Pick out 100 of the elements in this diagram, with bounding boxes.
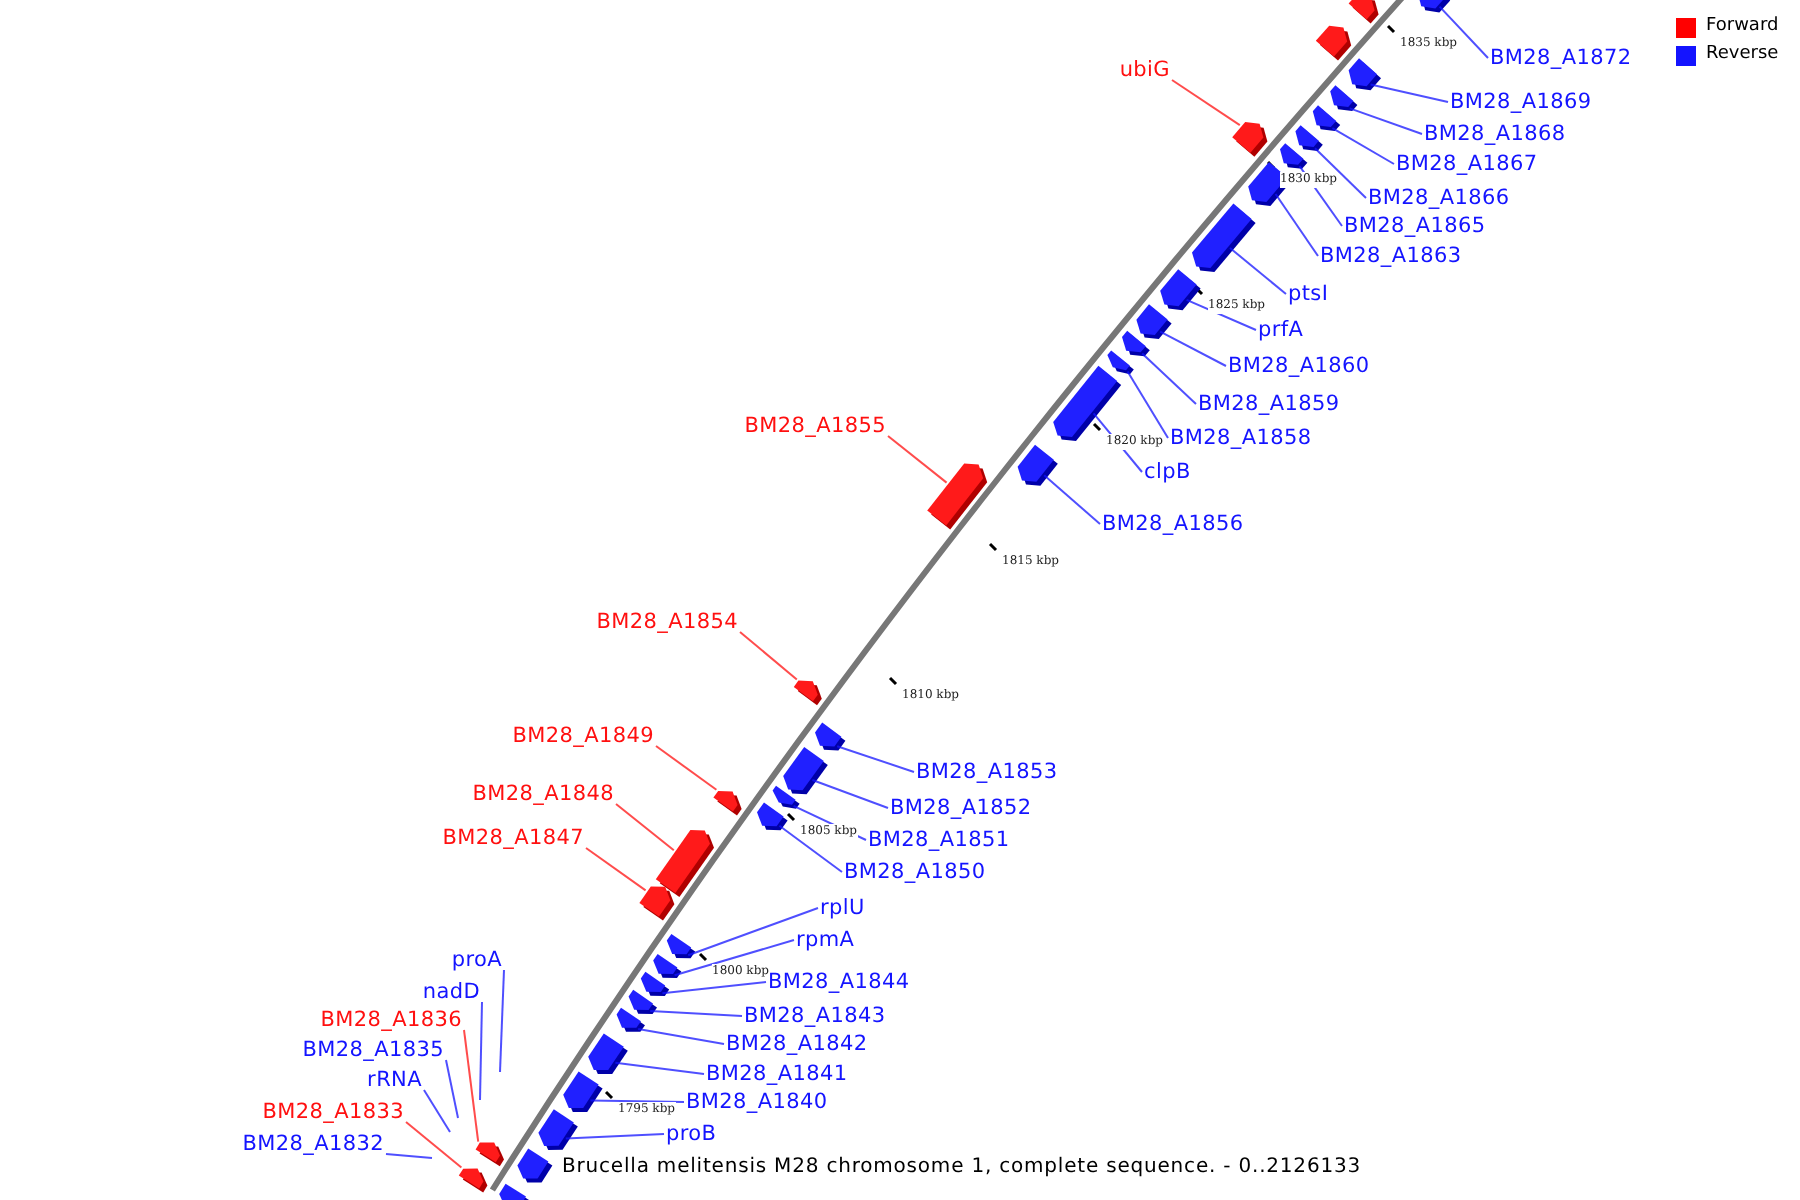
leader-line <box>463 1029 480 1143</box>
gene-label: BM28_A1865 <box>1344 212 1486 240</box>
gene-block <box>517 1148 553 1183</box>
gene-label: ptsI <box>1288 280 1329 308</box>
gene-block <box>1017 444 1058 486</box>
gene-label: clpB <box>1144 458 1191 486</box>
gene-block <box>1417 0 1451 13</box>
gene-block <box>713 791 742 816</box>
gene-block <box>640 971 670 996</box>
gene-label: BM28_A1856 <box>1102 510 1244 538</box>
gene-label: nadD <box>422 978 480 1006</box>
leader-line <box>778 824 843 873</box>
gene-label: rpmA <box>796 926 855 954</box>
leader-line <box>887 435 948 484</box>
gene-label: proA <box>451 946 502 974</box>
leader-line <box>739 631 798 681</box>
gene-block <box>1160 269 1201 311</box>
gene-label: BM28_A1867 <box>1396 150 1538 178</box>
gene-label: BM28_A1848 <box>472 780 614 808</box>
gene-block <box>563 1071 603 1112</box>
leader-line <box>479 1001 483 1101</box>
leader-line <box>1348 107 1423 135</box>
gene-block <box>1280 143 1308 169</box>
gene-label: proB <box>666 1120 717 1148</box>
gene-label: BM28_A1836 <box>320 1006 462 1034</box>
gene-block <box>1232 122 1268 157</box>
leader-line <box>811 779 889 809</box>
gene-block <box>772 785 800 809</box>
gene-block <box>538 1109 578 1150</box>
gene-label: BM28_A1853 <box>916 758 1058 786</box>
gene-block <box>1295 125 1323 151</box>
gene-block <box>1312 105 1341 131</box>
gene-label: BM28_A1869 <box>1450 88 1592 116</box>
gene-label: BM28_A1852 <box>890 794 1032 822</box>
leader-line <box>385 1153 433 1159</box>
leader-line <box>1043 474 1101 525</box>
leader-line <box>655 745 718 791</box>
leader-line <box>423 1089 451 1133</box>
gene-label: ubiG <box>1119 56 1170 84</box>
leader-line <box>637 1028 725 1045</box>
gene-label: BM28_A1840 <box>686 1088 828 1116</box>
sequence-caption: Brucella melitensis M28 chromosome 1, complete sequence. - 0..2126133 <box>562 1154 1361 1182</box>
gene-label: BM28_A1847 <box>442 824 584 852</box>
legend-label: Reverse <box>1706 44 1779 66</box>
gene-label: BM28_A1832 <box>242 1130 384 1158</box>
gene-block <box>815 722 846 751</box>
gene-block <box>1192 203 1256 272</box>
leader-line <box>1171 79 1241 127</box>
gene-block <box>616 1007 645 1032</box>
leader-line <box>673 939 795 977</box>
leader-line <box>614 1061 705 1075</box>
gene-label: BM28_A1860 <box>1228 352 1370 380</box>
gene-block <box>475 1142 504 1167</box>
leader-line <box>405 1121 463 1169</box>
gene-block <box>1315 25 1352 61</box>
leader-line <box>564 1133 665 1140</box>
leader-line <box>589 1099 685 1103</box>
gene-block <box>1136 304 1172 339</box>
leader-line <box>1185 298 1257 331</box>
leader-line <box>615 803 675 852</box>
leader-line <box>836 745 915 773</box>
gene-label: BM28_A1868 <box>1424 120 1566 148</box>
leader-line <box>1126 370 1169 439</box>
gene-block <box>793 680 822 706</box>
leader-line <box>585 847 647 892</box>
gene-block <box>628 989 657 1014</box>
gene-block <box>655 830 714 897</box>
gene-label: BM28_A1850 <box>844 858 986 886</box>
leader-line <box>1274 193 1319 257</box>
gene-label: BM28_A1833 <box>262 1098 404 1126</box>
gene-label: BM28_A1844 <box>768 968 910 996</box>
leader-line <box>1314 147 1367 199</box>
leader-line <box>687 907 819 957</box>
gene-label: BM28_A1854 <box>596 608 738 636</box>
gene-block <box>927 463 988 530</box>
gene-label: BM28_A1842 <box>726 1030 868 1058</box>
gene-block <box>458 1168 488 1193</box>
gene-block <box>1348 58 1381 91</box>
gene-label: BM28_A1858 <box>1170 424 1312 452</box>
gene-label: BM28_A1835 <box>302 1036 444 1064</box>
leader-line <box>1159 330 1227 367</box>
gene-block <box>1122 330 1150 357</box>
gene-block <box>1348 0 1379 24</box>
leader-line <box>649 1010 743 1017</box>
leader-line <box>1331 127 1395 165</box>
leader-line <box>1438 5 1489 59</box>
gene-label: BM28_A1843 <box>744 1002 886 1030</box>
gene-label: BM28_A1872 <box>1490 44 1632 72</box>
gene-block <box>783 747 828 795</box>
gene-block <box>757 802 788 831</box>
leader-line <box>1141 352 1197 405</box>
gene-block <box>1107 350 1134 375</box>
leader-line <box>661 981 767 995</box>
gene-block <box>666 934 696 959</box>
leader-line <box>499 969 505 1073</box>
gene-block <box>1330 85 1358 111</box>
gene-label: BM28_A1866 <box>1368 184 1510 212</box>
gene-label: rplU <box>820 894 865 922</box>
gene-block <box>653 954 682 978</box>
gene-label: BM28_A1841 <box>706 1060 848 1088</box>
